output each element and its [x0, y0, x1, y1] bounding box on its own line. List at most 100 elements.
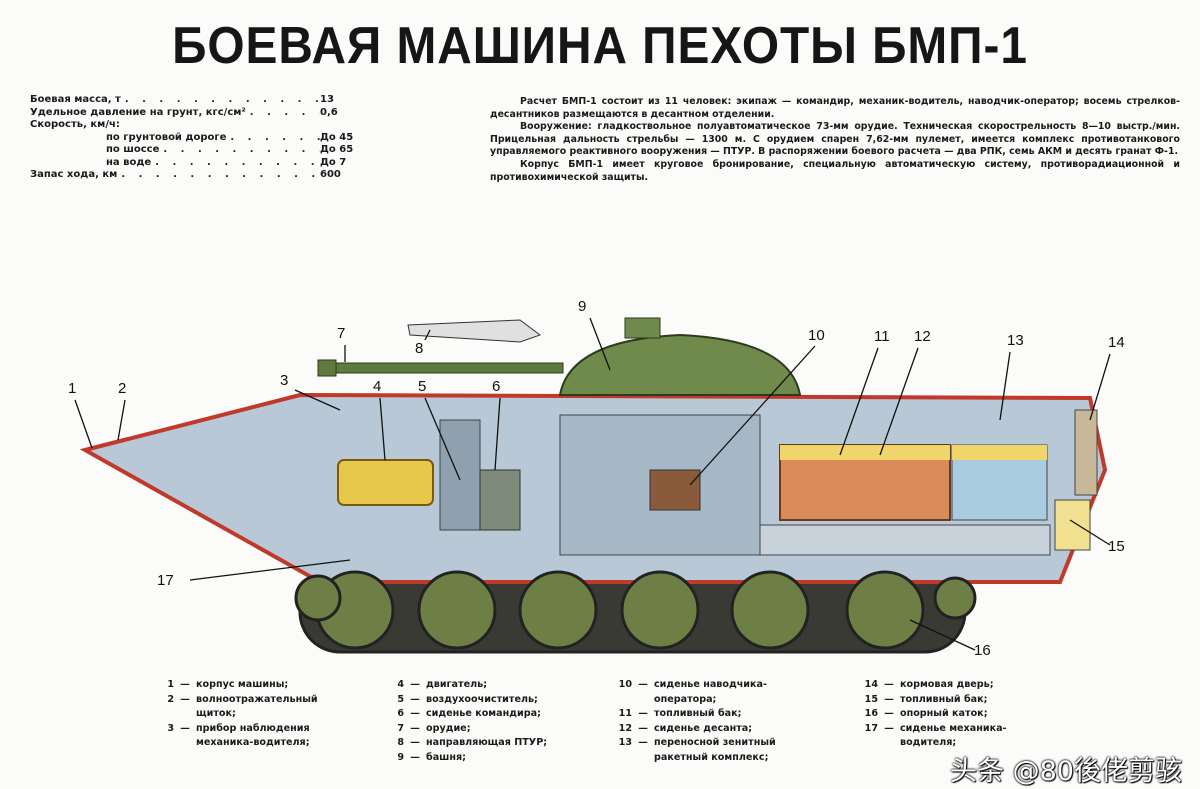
legend-dash: —	[410, 722, 420, 734]
rear-door	[1074, 409, 1098, 496]
troop-seat-top	[952, 445, 1047, 460]
spec-value: 13	[320, 94, 334, 105]
legend-number: 14	[864, 679, 878, 690]
legend-text: башня;	[426, 751, 466, 763]
callout-number: 15	[1108, 538, 1125, 555]
callout-number: 5	[418, 378, 427, 395]
legend-column-1: 1—корпус машины;2—волноотражательный щит…	[160, 678, 336, 751]
callout-number: 7	[337, 325, 346, 342]
spec-dots: . . . . . . . . . . . . . . .	[124, 94, 320, 105]
spec-value: 600	[320, 169, 341, 180]
legend-dash: —	[638, 737, 648, 748]
legend-dash: —	[410, 693, 420, 705]
legend-item: 13—переносной зенитный ракетный комплекс…	[618, 736, 794, 765]
spec-label: по грунтовой дороге	[106, 131, 227, 143]
rear-fuel-tank	[1054, 499, 1091, 551]
spec-dots: . . . . . . . . . . . . . . .	[163, 144, 320, 155]
spec-row: Скорость, км/ч:	[30, 119, 360, 132]
legend-item: 8 — направляющая ПТУР;	[390, 736, 566, 751]
air-cleaner	[439, 419, 481, 531]
turret	[558, 333, 802, 396]
spec-row: Запас хода, км. . . . . . . . . . . . . …	[30, 169, 360, 182]
legend-column-2: 4—двигатель;5—воздухоочиститель;6—сидень…	[390, 678, 566, 765]
spec-value: 0,6	[320, 106, 338, 118]
legend-item: 15—топливный бак;	[864, 693, 1040, 708]
legend-dash: —	[638, 708, 648, 719]
spec-value: До 7	[320, 156, 347, 168]
road-wheel	[845, 570, 925, 650]
fuel-tank-top	[780, 445, 950, 460]
poster-title: БОЕВАЯ МАШИНА ПЕХОТЫ БМП-1	[172, 17, 1028, 75]
spec-value: До 65	[320, 144, 354, 155]
troop-floor	[759, 524, 1051, 556]
legend-item: 9—башня;	[390, 751, 566, 766]
legend-number: 10	[618, 679, 632, 690]
legend-dash: —	[410, 708, 420, 719]
callout-number: 6	[492, 378, 501, 395]
legend-column-4: 14—кормовая дверь;15—топливный бак;16—оп…	[864, 678, 1040, 751]
legend-item: 10 — сиденье наводчика-оператора;	[618, 678, 794, 707]
legend-item: 14—кормовая дверь;	[864, 678, 1040, 693]
legend-number: 12	[618, 722, 632, 734]
callout-leader-lines	[74, 317, 1111, 651]
legend-text: сиденье командира;	[426, 708, 541, 719]
callout-number: 10	[808, 327, 825, 344]
spec-dots: . . . . . . . . . . . . . . .	[249, 106, 320, 118]
description-paragraph-armor: Корпус БМП-1 имеет круговое бронирование…	[490, 158, 1180, 183]
spec-value: До 45	[320, 131, 354, 143]
callout-number: 17	[157, 572, 174, 589]
legend-number: 15	[864, 693, 878, 705]
legend-number: 8	[397, 737, 404, 748]
callout-number: 8	[415, 340, 424, 357]
legend-dash: —	[410, 737, 420, 748]
legend-dash: —	[180, 679, 190, 690]
legend-text: волноотражательный щиток;	[196, 693, 318, 720]
legend-number: 16	[864, 708, 878, 719]
legend-item: 3—прибор наблюдения механика-водителя;	[160, 722, 336, 751]
legend-text: сиденье наводчика-оператора;	[654, 679, 767, 705]
spec-label: Скорость, км/ч:	[30, 119, 120, 130]
legend-text: сиденье механика-водителя;	[900, 722, 1007, 749]
idler	[933, 576, 977, 620]
callout-number: 13	[1007, 332, 1024, 349]
gun-muzzle	[317, 359, 337, 377]
spec-row: по грунтовой дороге. . . . . . . . . . .…	[30, 132, 360, 145]
legend-column-3: 10 — сиденье наводчика-оператора; 11 — топлив…	[618, 678, 794, 765]
legend-dash: —	[638, 679, 648, 690]
bmp1-cutaway-illustration	[74, 317, 1111, 654]
legend-item: 7—орудие;	[390, 722, 566, 737]
legend-dash: —	[410, 679, 420, 690]
legend-dash: —	[180, 693, 190, 705]
engine	[337, 459, 434, 506]
turret-hatch	[624, 317, 661, 339]
legend-text: топливный бак;	[654, 708, 742, 719]
legend-number: 11	[618, 708, 632, 719]
spec-row: по шоссе. . . . . . . . . . . . . . .До …	[30, 144, 360, 157]
callout-number: 1	[68, 380, 77, 397]
legend-text: направляющая ПТУР;	[426, 737, 548, 748]
spec-dots: . . . . . . . . . . . . . . .	[155, 156, 320, 168]
spec-label: по шоссе	[106, 144, 160, 155]
road-wheel	[620, 570, 700, 650]
sprocket	[294, 574, 342, 622]
road-wheel	[730, 570, 810, 650]
legend-text: сиденье десанта;	[654, 722, 753, 734]
spec-dots: . . . . . . . . . . . . . . .	[230, 131, 320, 143]
commander-seat	[479, 469, 521, 531]
road-wheel	[417, 570, 497, 650]
atgm-missile	[407, 319, 542, 343]
legend-text: прибор наблюдения механика-водителя;	[196, 722, 310, 749]
legend-number: 4	[397, 679, 404, 690]
callout-number: 2	[118, 380, 127, 397]
spec-dots: . . . . . . . . . . . . . . .	[121, 169, 320, 180]
legend-dash: —	[884, 708, 894, 719]
description-paragraph-armament: Вооружение: гладкоствольное полуавтомати…	[490, 121, 1180, 158]
callout-number: 12	[914, 328, 931, 345]
specifications-table: Боевая масса, т. . . . . . . . . . . . .…	[30, 94, 360, 182]
legend-item: 1—корпус машины;	[160, 678, 336, 693]
legend-number: 7	[397, 722, 404, 734]
legend-number: 9	[397, 751, 404, 763]
legend-dash: —	[884, 693, 894, 705]
legend-dash: —	[638, 722, 648, 734]
legend-item: 6—сиденье командира;	[390, 707, 566, 722]
